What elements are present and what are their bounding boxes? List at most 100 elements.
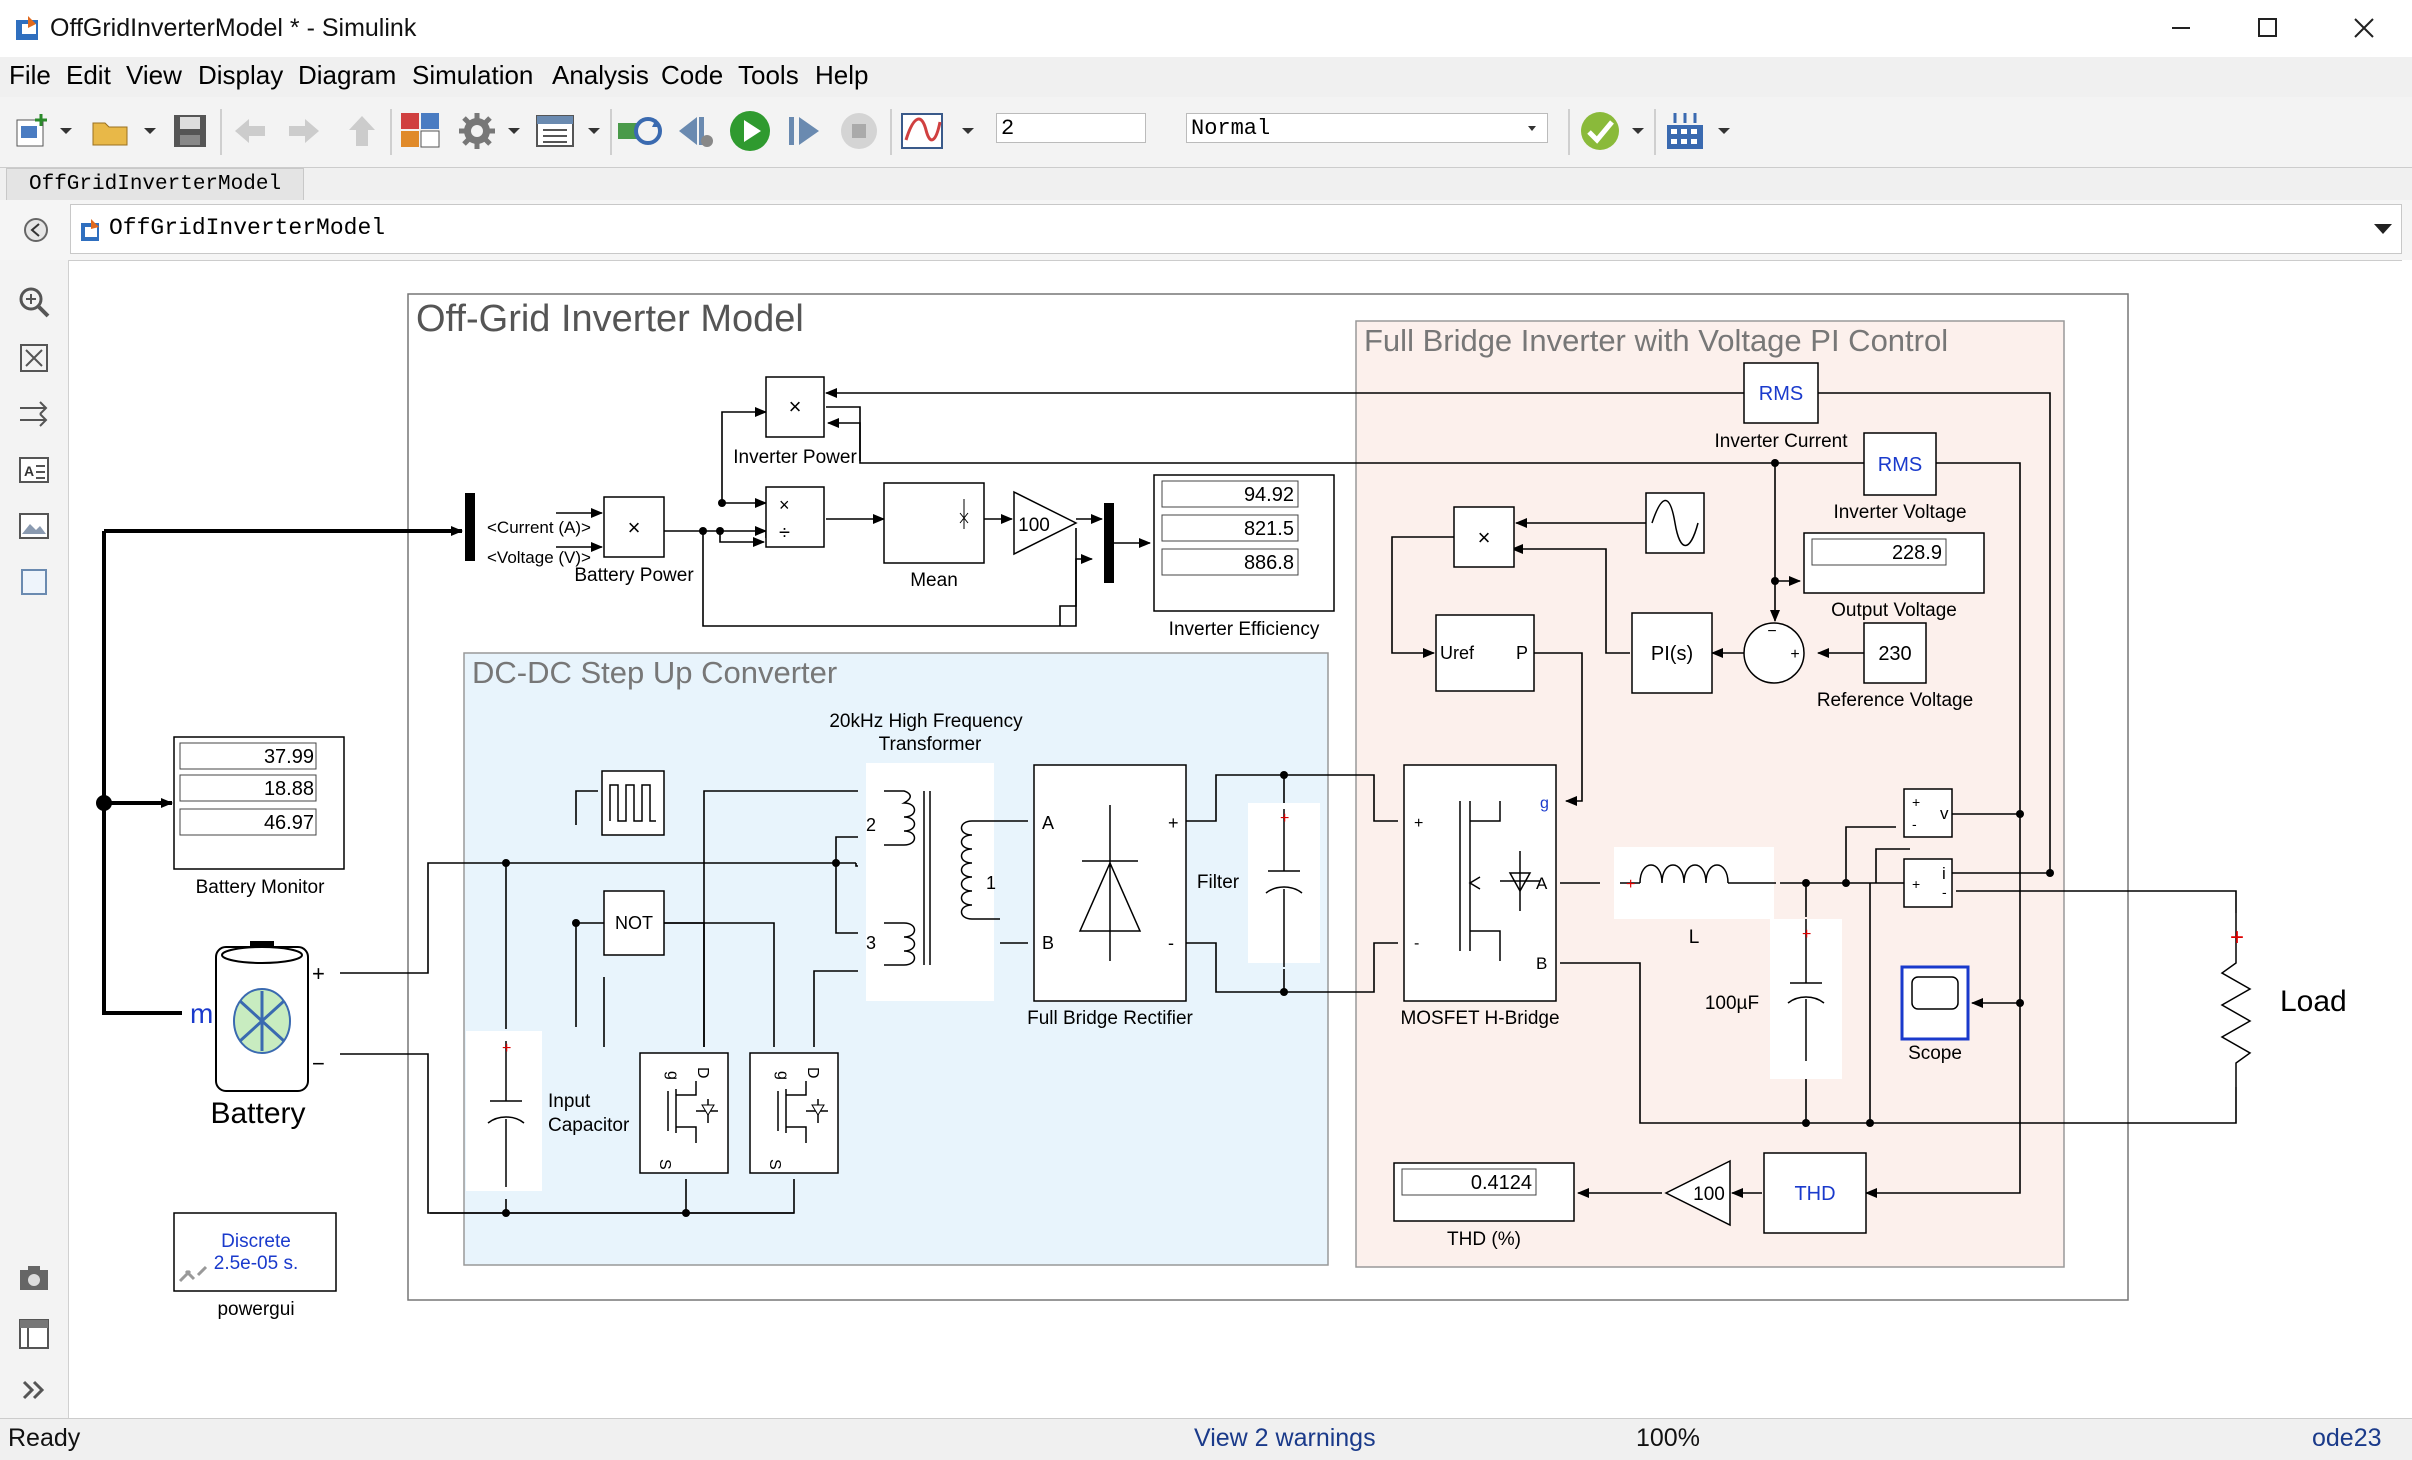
up-arrow-icon[interactable] bbox=[340, 107, 384, 155]
divide-block[interactable] bbox=[765, 486, 825, 548]
mosfet-switch-2[interactable] bbox=[749, 1052, 839, 1174]
tab-model[interactable]: OffGridInverterModel bbox=[6, 168, 305, 200]
forward-arrow-icon[interactable] bbox=[282, 107, 326, 155]
uref-multiply-block[interactable] bbox=[1453, 506, 1515, 568]
data-inspector-icon[interactable] bbox=[898, 107, 946, 155]
model-advisor-icon[interactable] bbox=[1576, 107, 1624, 155]
annotation-icon[interactable]: A bbox=[16, 452, 52, 488]
zoom-in-icon[interactable] bbox=[16, 284, 52, 320]
double-chevron-right-icon[interactable] bbox=[16, 1372, 52, 1408]
battery-power-multiply-block[interactable] bbox=[603, 496, 665, 558]
inverter-area-title: Full Bridge Inverter with Voltage PI Con… bbox=[1364, 323, 1948, 358]
minimize-button[interactable] bbox=[2154, 8, 2210, 48]
menu-tools[interactable]: Tools bbox=[738, 60, 799, 90]
stop-icon[interactable] bbox=[836, 107, 882, 155]
breadcrumb-model[interactable]: OffGridInverterModel bbox=[109, 215, 386, 241]
efficiency-gain-block[interactable] bbox=[1013, 490, 1078, 556]
save-icon[interactable] bbox=[168, 107, 212, 155]
menu-file[interactable]: File bbox=[9, 60, 51, 90]
chevron-down-icon[interactable] bbox=[1628, 107, 1648, 155]
diode-icon bbox=[1078, 805, 1142, 961]
hide-browser-icon[interactable] bbox=[18, 212, 54, 248]
svg-text:+: + bbox=[312, 961, 325, 986]
mean-block[interactable] bbox=[883, 482, 985, 564]
not-block[interactable] bbox=[603, 890, 665, 956]
close-button[interactable] bbox=[2336, 8, 2392, 48]
menu-help[interactable]: Help bbox=[815, 60, 869, 90]
fit-to-view-icon[interactable] bbox=[16, 340, 52, 376]
stop-time-input[interactable]: 2 bbox=[996, 113, 1146, 143]
load-resistor[interactable] bbox=[2220, 913, 2252, 1087]
maximize-button[interactable] bbox=[2240, 8, 2296, 48]
library-browser-icon[interactable] bbox=[396, 107, 446, 155]
solver-link[interactable]: ode23 bbox=[2312, 1424, 2382, 1452]
input-capacitor-block[interactable] bbox=[466, 1031, 542, 1191]
route-lines-icon[interactable] bbox=[16, 396, 52, 432]
input-capacitor-line2: Capacitor bbox=[548, 1115, 630, 1136]
voltage-measurement-block[interactable] bbox=[1903, 788, 1953, 838]
svg-text:+: + bbox=[1280, 810, 1289, 827]
mosfet-h-bridge-block[interactable] bbox=[1403, 764, 1557, 1002]
multiply-symbol: × bbox=[779, 495, 790, 515]
open-folder-icon[interactable] bbox=[88, 107, 132, 155]
model-browser-icon[interactable] bbox=[16, 1316, 52, 1352]
thd-gain-block[interactable] bbox=[1664, 1159, 1731, 1227]
breadcrumb[interactable]: OffGridInverterModel bbox=[70, 204, 2402, 254]
simulation-mode-select[interactable]: Normal bbox=[1186, 113, 1548, 143]
svg-text:−: − bbox=[1767, 623, 1776, 640]
mosfet-switch-1[interactable] bbox=[639, 1052, 729, 1174]
battery-block[interactable] bbox=[215, 941, 309, 1092]
chevron-down-icon[interactable] bbox=[504, 107, 524, 155]
rms-voltage-block[interactable] bbox=[1863, 432, 1937, 496]
toolbar-separator bbox=[1654, 109, 1656, 155]
mux-block[interactable] bbox=[1104, 503, 1114, 583]
pulse-generator-block[interactable] bbox=[601, 770, 665, 836]
pi-controller-block[interactable] bbox=[1631, 612, 1713, 694]
area-icon[interactable] bbox=[16, 564, 52, 600]
rms-current-block[interactable] bbox=[1743, 362, 1819, 424]
screenshot-icon[interactable] bbox=[16, 1260, 52, 1296]
chevron-down-icon[interactable] bbox=[2373, 223, 2393, 235]
chevron-down-icon[interactable] bbox=[958, 107, 978, 155]
multiply-symbol: × bbox=[628, 515, 641, 540]
warnings-link[interactable]: View 2 warnings bbox=[1194, 1424, 1376, 1452]
svg-text:S: S bbox=[766, 1159, 783, 1170]
tab-strip: OffGridInverterModel bbox=[0, 168, 2412, 200]
toolbar-separator bbox=[390, 109, 392, 155]
build-icon[interactable] bbox=[1660, 107, 1710, 155]
menu-analysis[interactable]: Analysis bbox=[552, 60, 649, 90]
menu-simulation[interactable]: Simulation bbox=[412, 60, 534, 90]
menu-edit[interactable]: Edit bbox=[66, 60, 111, 90]
menu-view[interactable]: View bbox=[126, 60, 182, 90]
inverter-power-multiply-block[interactable] bbox=[765, 376, 825, 438]
image-icon[interactable] bbox=[16, 508, 52, 544]
mosfet-icon bbox=[1459, 801, 1540, 961]
pwm-generator-block[interactable] bbox=[1435, 614, 1535, 692]
menu-display[interactable]: Display bbox=[198, 60, 284, 90]
reference-voltage-block[interactable] bbox=[1863, 622, 1927, 684]
chevron-down-icon[interactable] bbox=[140, 107, 160, 155]
back-arrow-icon[interactable] bbox=[228, 107, 272, 155]
update-diagram-icon[interactable] bbox=[614, 107, 666, 155]
model-canvas[interactable]: Off-Grid Inverter Model Full Bridge Inve… bbox=[69, 260, 2402, 1419]
bus-selector-block[interactable] bbox=[465, 493, 475, 561]
model-explorer-icon[interactable] bbox=[532, 107, 578, 155]
run-icon[interactable] bbox=[726, 107, 774, 155]
step-back-icon[interactable] bbox=[672, 107, 718, 155]
svg-text:S: S bbox=[656, 1159, 673, 1170]
powergui-block[interactable] bbox=[173, 1212, 337, 1292]
menu-diagram[interactable]: Diagram bbox=[298, 60, 397, 90]
menu-code[interactable]: Code bbox=[661, 60, 724, 90]
svg-text:+: + bbox=[1626, 876, 1635, 893]
thd-block[interactable] bbox=[1763, 1152, 1867, 1234]
chevron-down-icon[interactable] bbox=[584, 107, 604, 155]
chevron-down-icon[interactable] bbox=[56, 107, 76, 155]
sum-block[interactable] bbox=[1743, 622, 1805, 684]
current-measurement-block[interactable] bbox=[1903, 858, 1953, 908]
step-forward-icon[interactable] bbox=[782, 107, 828, 155]
powergui-label: powergui bbox=[217, 1299, 294, 1320]
gear-icon[interactable] bbox=[454, 107, 500, 155]
battery-monitor-label: Battery Monitor bbox=[196, 877, 325, 898]
chevron-down-icon[interactable] bbox=[1714, 107, 1734, 155]
new-model-icon[interactable] bbox=[10, 107, 54, 155]
